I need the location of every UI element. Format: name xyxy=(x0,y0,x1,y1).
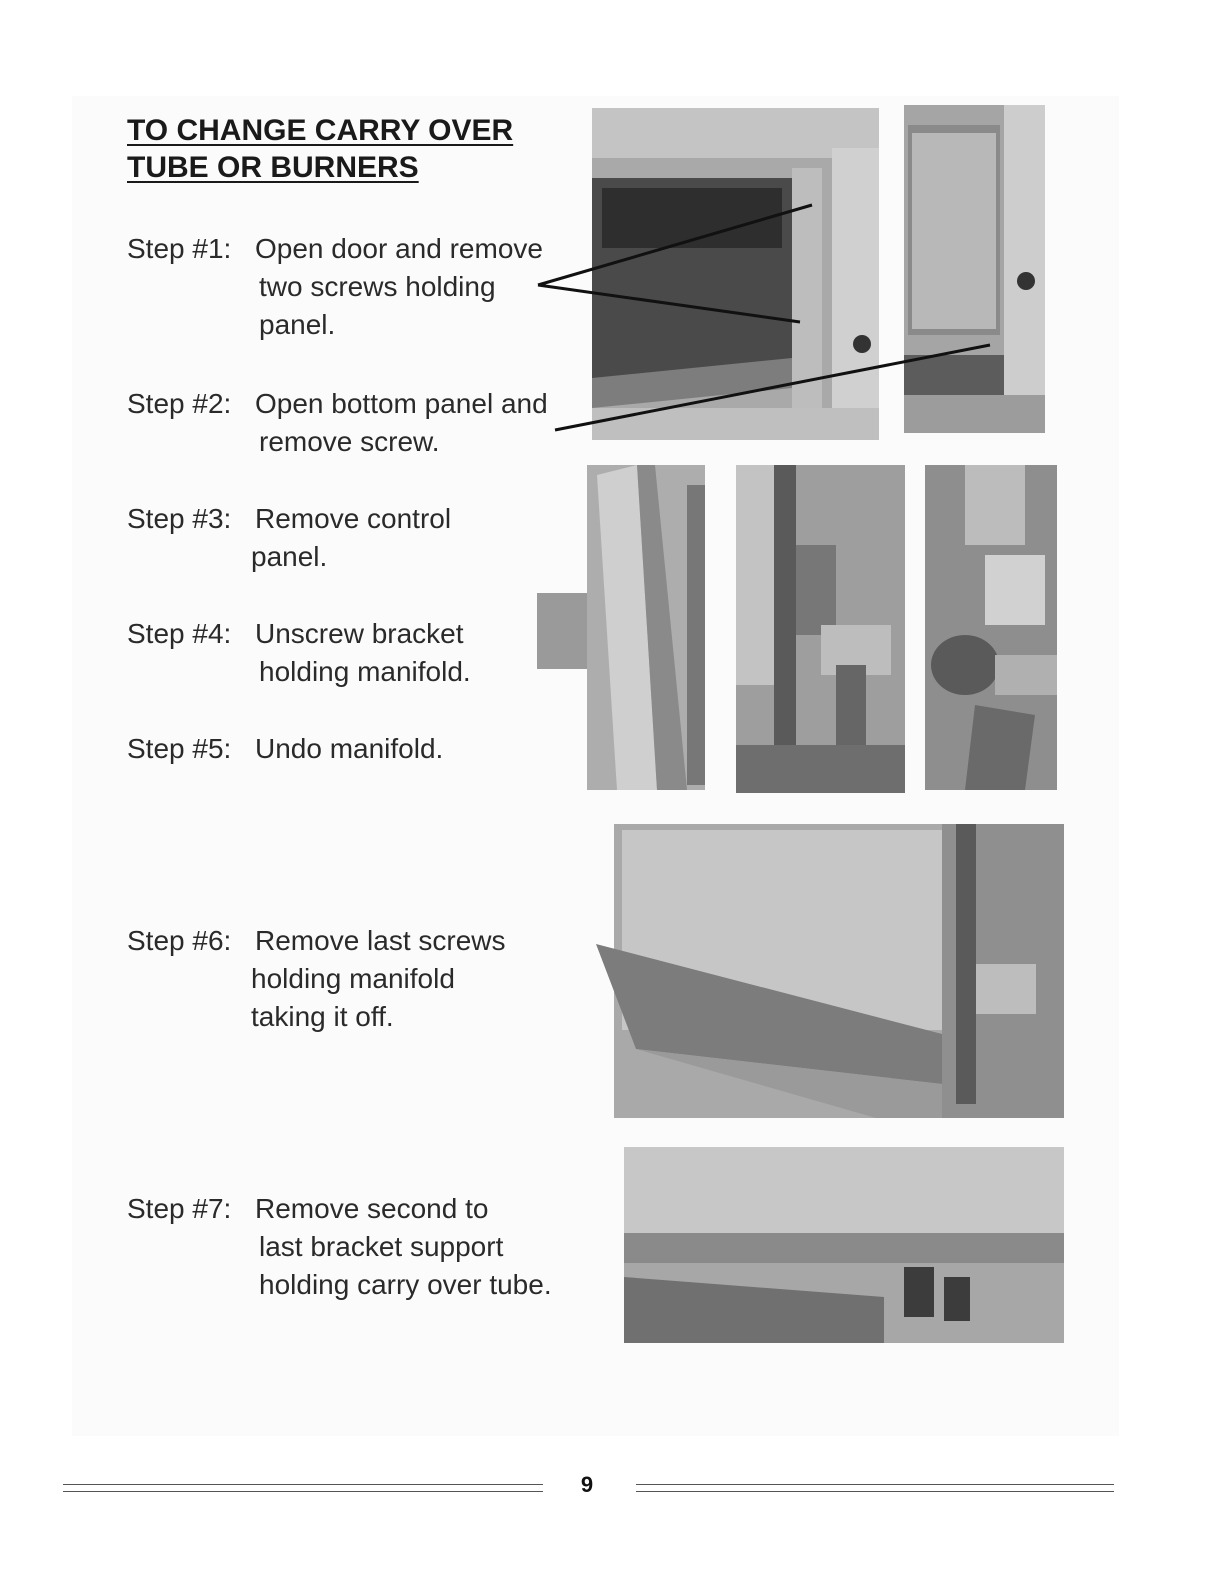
step-3-line-1: Remove control xyxy=(255,503,452,534)
photo-manifold-bracket xyxy=(736,465,905,793)
title-line-2: TUBE OR BURNERS xyxy=(127,151,419,184)
step-7-label: Step #7: xyxy=(127,1193,232,1224)
step-7-line-3: holding carry over tube. xyxy=(259,1269,552,1300)
page-number: 9 xyxy=(580,1472,594,1497)
step-2: Step #2: Open bottom panel and remove scr… xyxy=(127,385,548,461)
photo-undo-manifold xyxy=(925,465,1057,790)
step-1-label: Step #1: xyxy=(127,233,232,264)
step-6-line-1: Remove last screws xyxy=(255,925,506,956)
step-2-label: Step #2: xyxy=(127,388,232,419)
step-2-line-1: Open bottom panel and xyxy=(255,388,548,419)
footer-rule-right xyxy=(636,1484,1114,1492)
step-4-label: Step #4: xyxy=(127,618,232,649)
step-3-label: Step #3: xyxy=(127,503,232,534)
photo-bracket-support xyxy=(624,1147,1064,1343)
step-5: Step #5: Undo manifold. xyxy=(127,730,443,768)
step-4: Step #4: Unscrew bracket holding manifold… xyxy=(127,615,471,691)
step-5-label: Step #5: xyxy=(127,733,232,764)
step-2-line-2: remove screw. xyxy=(259,426,440,457)
step-3: Step #3: Remove control panel. xyxy=(127,500,451,576)
footer-rule-left xyxy=(63,1484,543,1492)
step-7-line-2: last bracket support xyxy=(259,1231,504,1262)
step-6: Step #6: Remove last screws holding manif… xyxy=(127,922,506,1036)
title-line-1: TO CHANGE CARRY OVER xyxy=(127,114,514,147)
photo-control-panel xyxy=(537,465,705,790)
step-1-line-1: Open door and remove xyxy=(255,233,543,264)
photo-remove-manifold xyxy=(596,824,1064,1118)
page-title: TO CHANGE CARRY OVER TUBE OR BURNERS xyxy=(127,112,513,186)
step-5-line-1: Undo manifold. xyxy=(255,733,444,764)
step-4-line-2: holding manifold. xyxy=(259,656,471,687)
step-6-line-3: taking it off. xyxy=(251,1001,394,1032)
step-4-line-1: Unscrew bracket xyxy=(255,618,464,649)
step-1-line-2: two screws holding xyxy=(259,271,496,302)
step-6-label: Step #6: xyxy=(127,925,232,956)
photo-oven-bottom-panel xyxy=(904,105,1045,433)
step-1: Step #1: Open door and remove two screws … xyxy=(127,230,543,344)
photo-oven-door-open xyxy=(592,108,879,440)
step-6-line-2: holding manifold xyxy=(251,963,455,994)
step-7-line-1: Remove second to xyxy=(255,1193,489,1224)
step-3-line-2: panel. xyxy=(251,541,328,572)
step-7: Step #7: Remove second to last bracket su… xyxy=(127,1190,552,1304)
step-1-line-3: panel. xyxy=(259,309,336,340)
